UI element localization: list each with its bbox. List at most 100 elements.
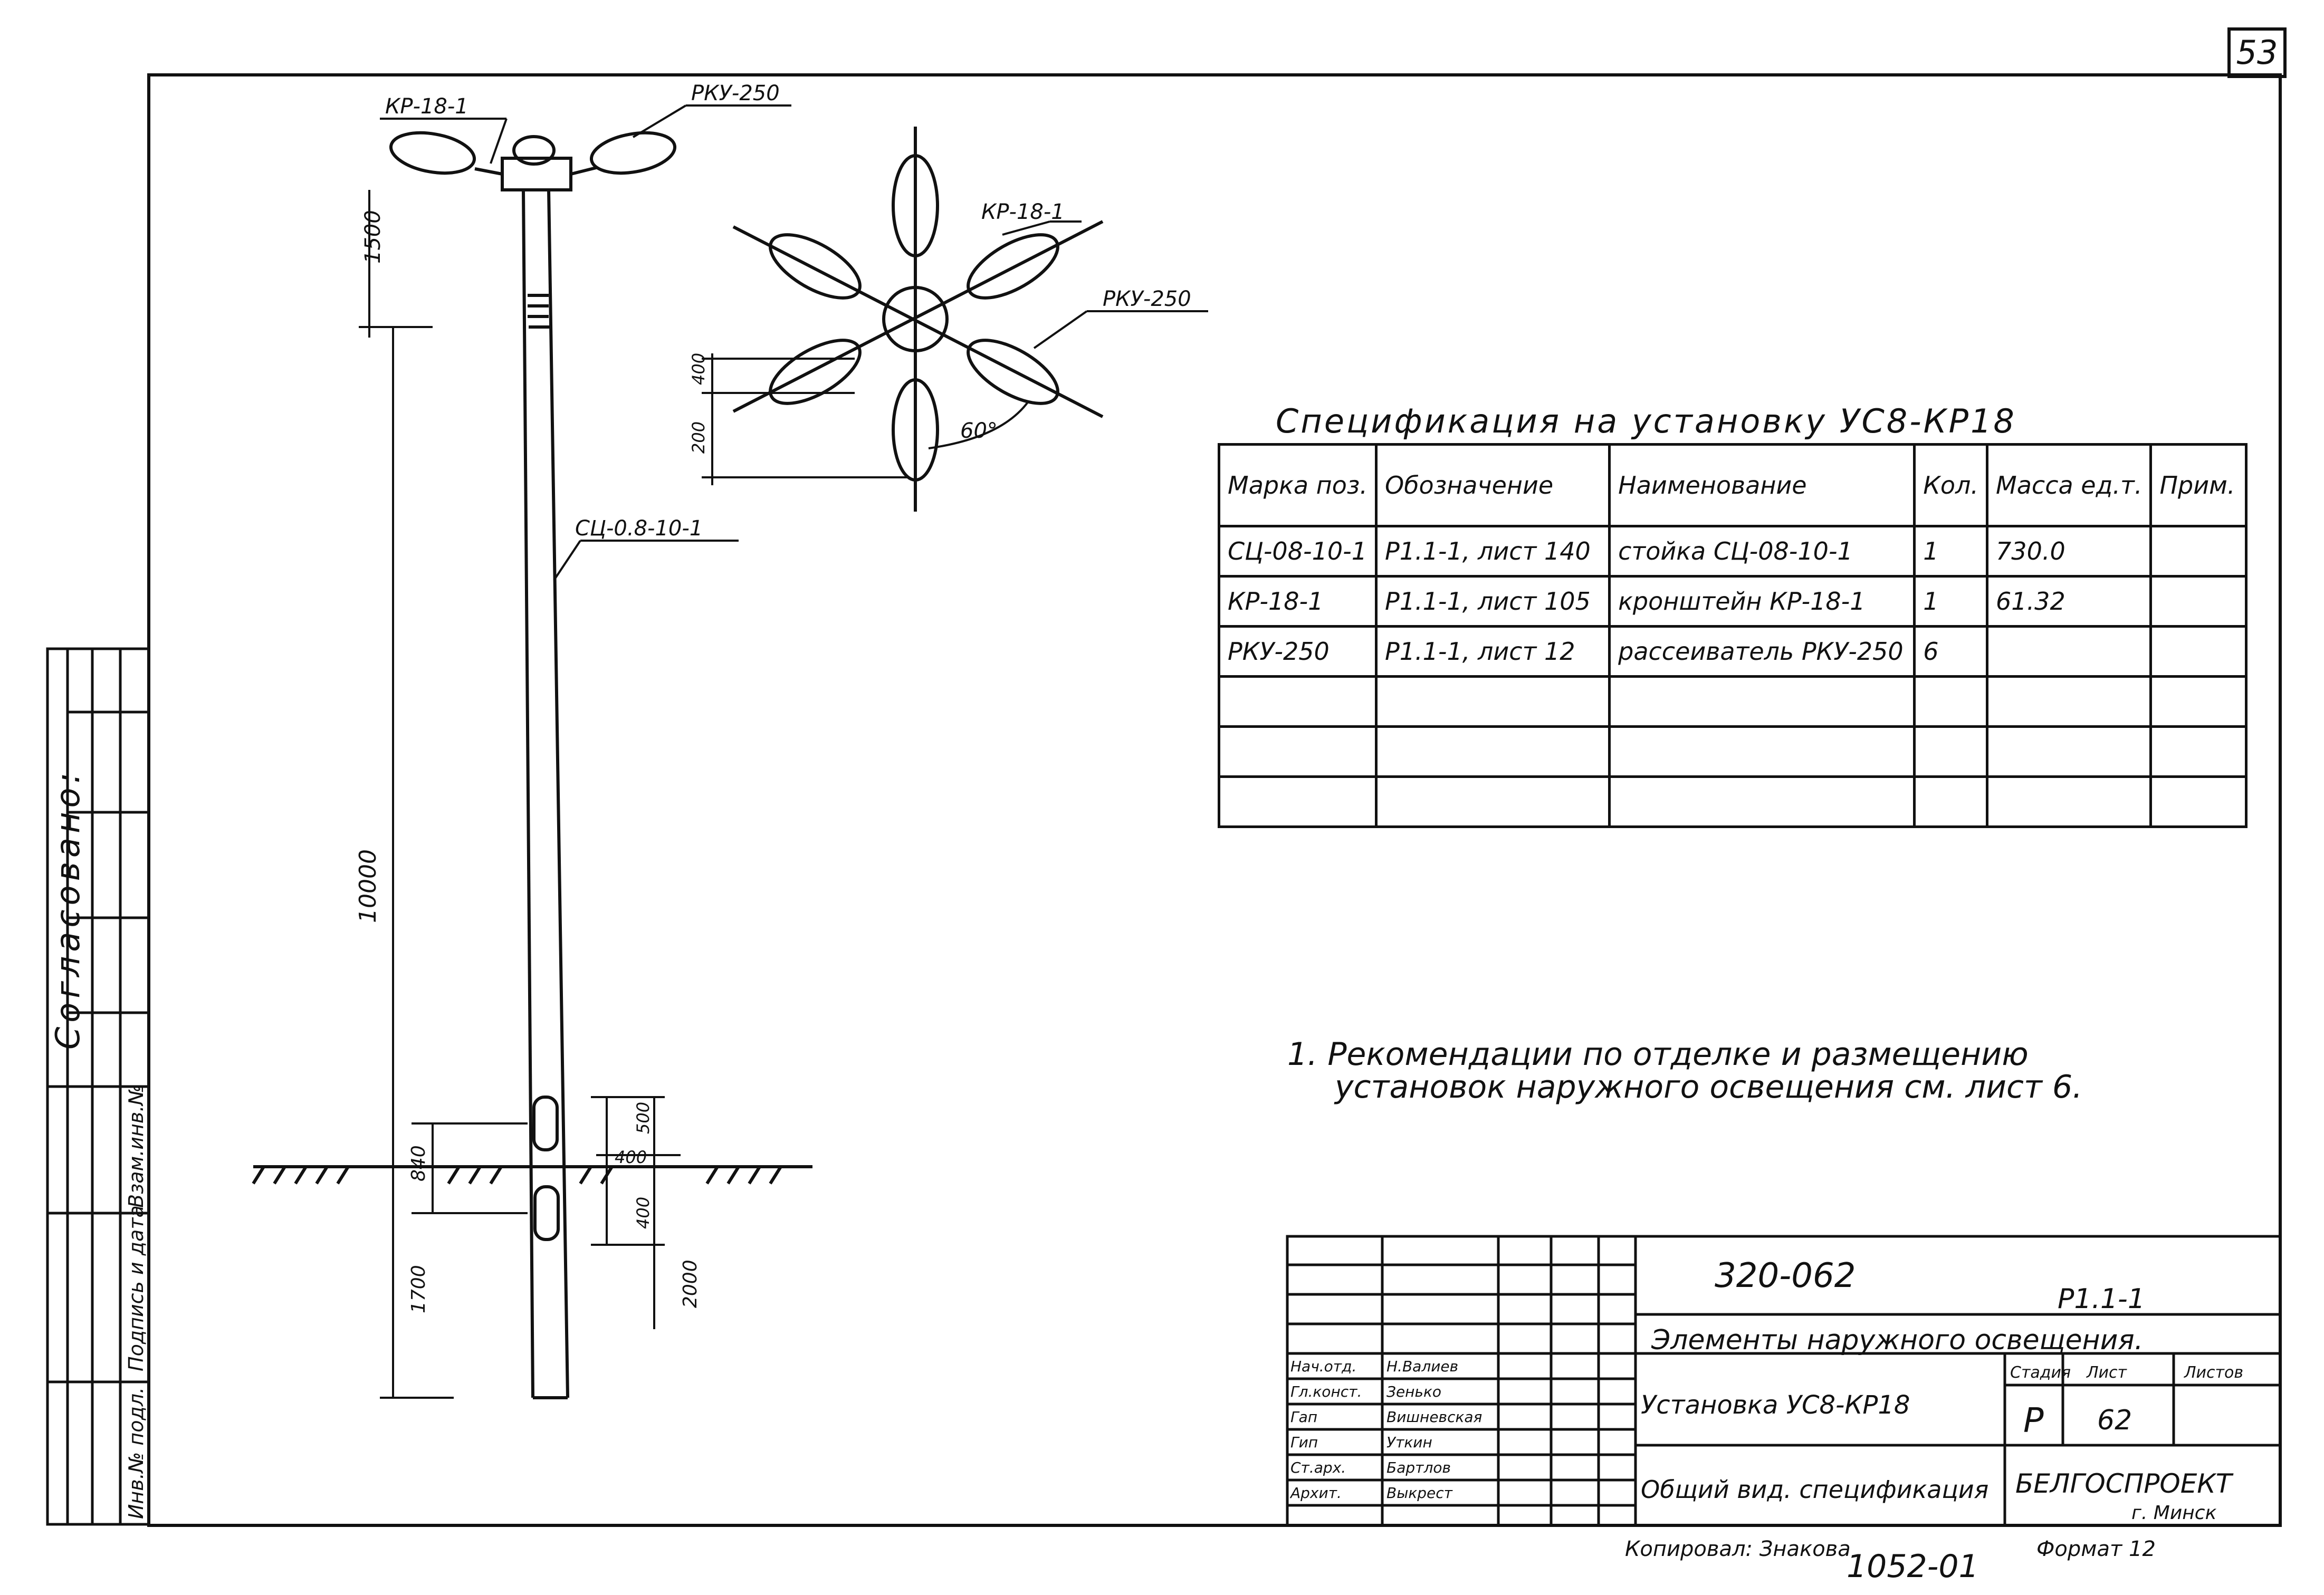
- cell-name: стойка СЦ-08-10-1: [1608, 525, 1916, 578]
- dim-plan-a: 400: [688, 353, 709, 385]
- label-diffuser: РКУ-250: [691, 81, 780, 105]
- spec-header-designation: Обозначение: [1374, 443, 1611, 527]
- cell-mass: 730.0: [1986, 525, 2153, 578]
- dim-top: 1500: [361, 210, 385, 264]
- tb-section: Элементы наружного освещения.: [1651, 1324, 2143, 1356]
- person-role-5: Ст.арх.: [1290, 1459, 1346, 1476]
- spec-table: Марка поз. Обозначение Наименование Кол.…: [1218, 443, 2248, 828]
- cell-mark: СЦ-08-10-1: [1218, 525, 1378, 578]
- tb-sheet-title: Общий вид. спецификация: [1641, 1475, 1988, 1504]
- table-row: РКУ-250 Р1.1-1, лист 12 рассеиватель РКУ…: [1218, 625, 2248, 678]
- dim-hole-bottom: 400: [633, 1197, 653, 1229]
- person-role-2: Гл.конст.: [1290, 1383, 1362, 1400]
- cell-name: [1608, 775, 1916, 828]
- luminaire-head: [389, 131, 677, 191]
- side-label-replaces: Взам.инв.№: [125, 1084, 148, 1208]
- cell-mass: 61.32: [1986, 575, 2153, 628]
- cell-name: [1608, 725, 1916, 778]
- cell-designation: Р1.1-1, лист 140: [1374, 525, 1611, 578]
- dim-width: 400: [615, 1147, 647, 1167]
- spec-title: Спецификация на установку УС8-КР18: [1276, 402, 2016, 440]
- tb-format: Формат 12: [2036, 1537, 2156, 1561]
- title-block-grid: [1286, 1235, 2282, 1527]
- tb-city: г. Минск: [2131, 1502, 2217, 1524]
- cell-qty: 6: [1913, 625, 1989, 678]
- dimension-lines: [359, 104, 791, 1399]
- cell-mass: [1986, 725, 2153, 778]
- cell-designation: [1374, 725, 1611, 778]
- note-text: 1. Рекомендации по отделке и размещению …: [1287, 1038, 2082, 1103]
- table-row: КР-18-1 Р1.1-1, лист 105 кронштейн КР-18…: [1218, 575, 2248, 628]
- person-name-1: Н.Валиев: [1386, 1358, 1458, 1375]
- label-plan-bracket: КР-18-1: [981, 200, 1065, 224]
- dim-ground-upper: 840: [408, 1145, 429, 1181]
- person-name-6: Выкрест: [1386, 1484, 1453, 1502]
- person-name-4: Уткин: [1386, 1434, 1432, 1451]
- dim-plan-b: 200: [688, 421, 709, 454]
- plan-view: [702, 127, 1208, 512]
- cell-mark: [1218, 775, 1378, 828]
- cell-name: кронштейн КР-18-1: [1608, 575, 1916, 628]
- cell-mass: [1986, 775, 2153, 828]
- person-role-6: Архит.: [1289, 1484, 1342, 1502]
- dim-hole-top: 500: [633, 1102, 653, 1134]
- spec-header-qty: Кол.: [1913, 443, 1989, 527]
- table-row: СЦ-08-10-1 Р1.1-1, лист 140 стойка СЦ-08…: [1218, 525, 2248, 578]
- tb-installation: Установка УС8-КР18: [1641, 1390, 1910, 1420]
- table-row: [1218, 675, 2248, 728]
- spec-header-note: Прим.: [2149, 443, 2248, 527]
- cell-designation: [1374, 775, 1611, 828]
- cell-qty: [1913, 775, 1989, 828]
- side-label-sign-date: Подпись и дата: [125, 1205, 148, 1371]
- cell-qty: [1913, 675, 1989, 728]
- cell-qty: [1913, 725, 1989, 778]
- tb-inv: 1052-01: [1847, 1548, 1979, 1585]
- side-stamp: [46, 647, 150, 1526]
- label-pole: СЦ-0.8-10-1: [575, 516, 703, 541]
- person-name-2: Зенько: [1386, 1383, 1441, 1400]
- tb-code: 320-062: [1715, 1256, 1856, 1295]
- tb-sheet-label: Лист: [2086, 1363, 2128, 1382]
- cell-name: [1608, 675, 1916, 728]
- person-role-1: Нач.отд.: [1290, 1358, 1356, 1375]
- dim-depth: 2000: [680, 1260, 701, 1308]
- cell-qty: 1: [1913, 525, 1989, 578]
- tb-series: Р1.1-1: [2058, 1283, 2145, 1315]
- person-name-5: Бартлов: [1386, 1459, 1451, 1476]
- spec-header-name: Наименование: [1608, 443, 1916, 527]
- label-plan-diffuser: РКУ-250: [1103, 287, 1191, 311]
- label-bracket: КР-18-1: [385, 94, 468, 119]
- tb-sheet: 62: [2097, 1405, 2132, 1436]
- label-angle: 60°: [960, 419, 998, 443]
- cell-note: [2149, 575, 2248, 628]
- dim-below: 1700: [408, 1265, 429, 1313]
- cell-designation: [1374, 675, 1611, 728]
- side-label-inv-original: Инв.№ подл.: [125, 1387, 148, 1519]
- person-role-4: Гип: [1290, 1434, 1318, 1451]
- cell-mark: РКУ-250: [1218, 625, 1378, 678]
- table-row: [1218, 725, 2248, 778]
- lighting-pole: [522, 189, 569, 1399]
- cell-mark: [1218, 675, 1378, 728]
- cell-note: [2149, 625, 2248, 678]
- cell-note: [2149, 525, 2248, 578]
- spec-header-row: Марка поз. Обозначение Наименование Кол.…: [1218, 443, 2248, 527]
- person-role-3: Гап: [1290, 1408, 1317, 1426]
- cell-note: [2149, 775, 2248, 828]
- ground-line: [252, 1165, 812, 1185]
- tb-copied: Копировал: Знакова: [1625, 1537, 1851, 1561]
- person-name-3: Вишневская: [1386, 1408, 1482, 1426]
- note-line-2: установок наружного освещения см. лист 6…: [1335, 1069, 2083, 1106]
- cell-note: [2149, 675, 2248, 728]
- dim-pole-height: 10000: [355, 849, 381, 923]
- cell-designation: Р1.1-1, лист 105: [1374, 575, 1611, 628]
- cell-name: рассеиватель РКУ-250: [1608, 625, 1916, 678]
- cell-designation: Р1.1-1, лист 12: [1374, 625, 1611, 678]
- spec-header-mass: Масса ед.т.: [1986, 443, 2153, 527]
- cell-qty: 1: [1913, 575, 1989, 628]
- tb-sheets-label: Листов: [2184, 1363, 2243, 1382]
- agreed-label: Согласовано:: [49, 768, 87, 1050]
- tb-stage: Р: [2023, 1401, 2044, 1440]
- tb-org: БЕЛГОСПРОЕКТ: [2015, 1468, 2234, 1499]
